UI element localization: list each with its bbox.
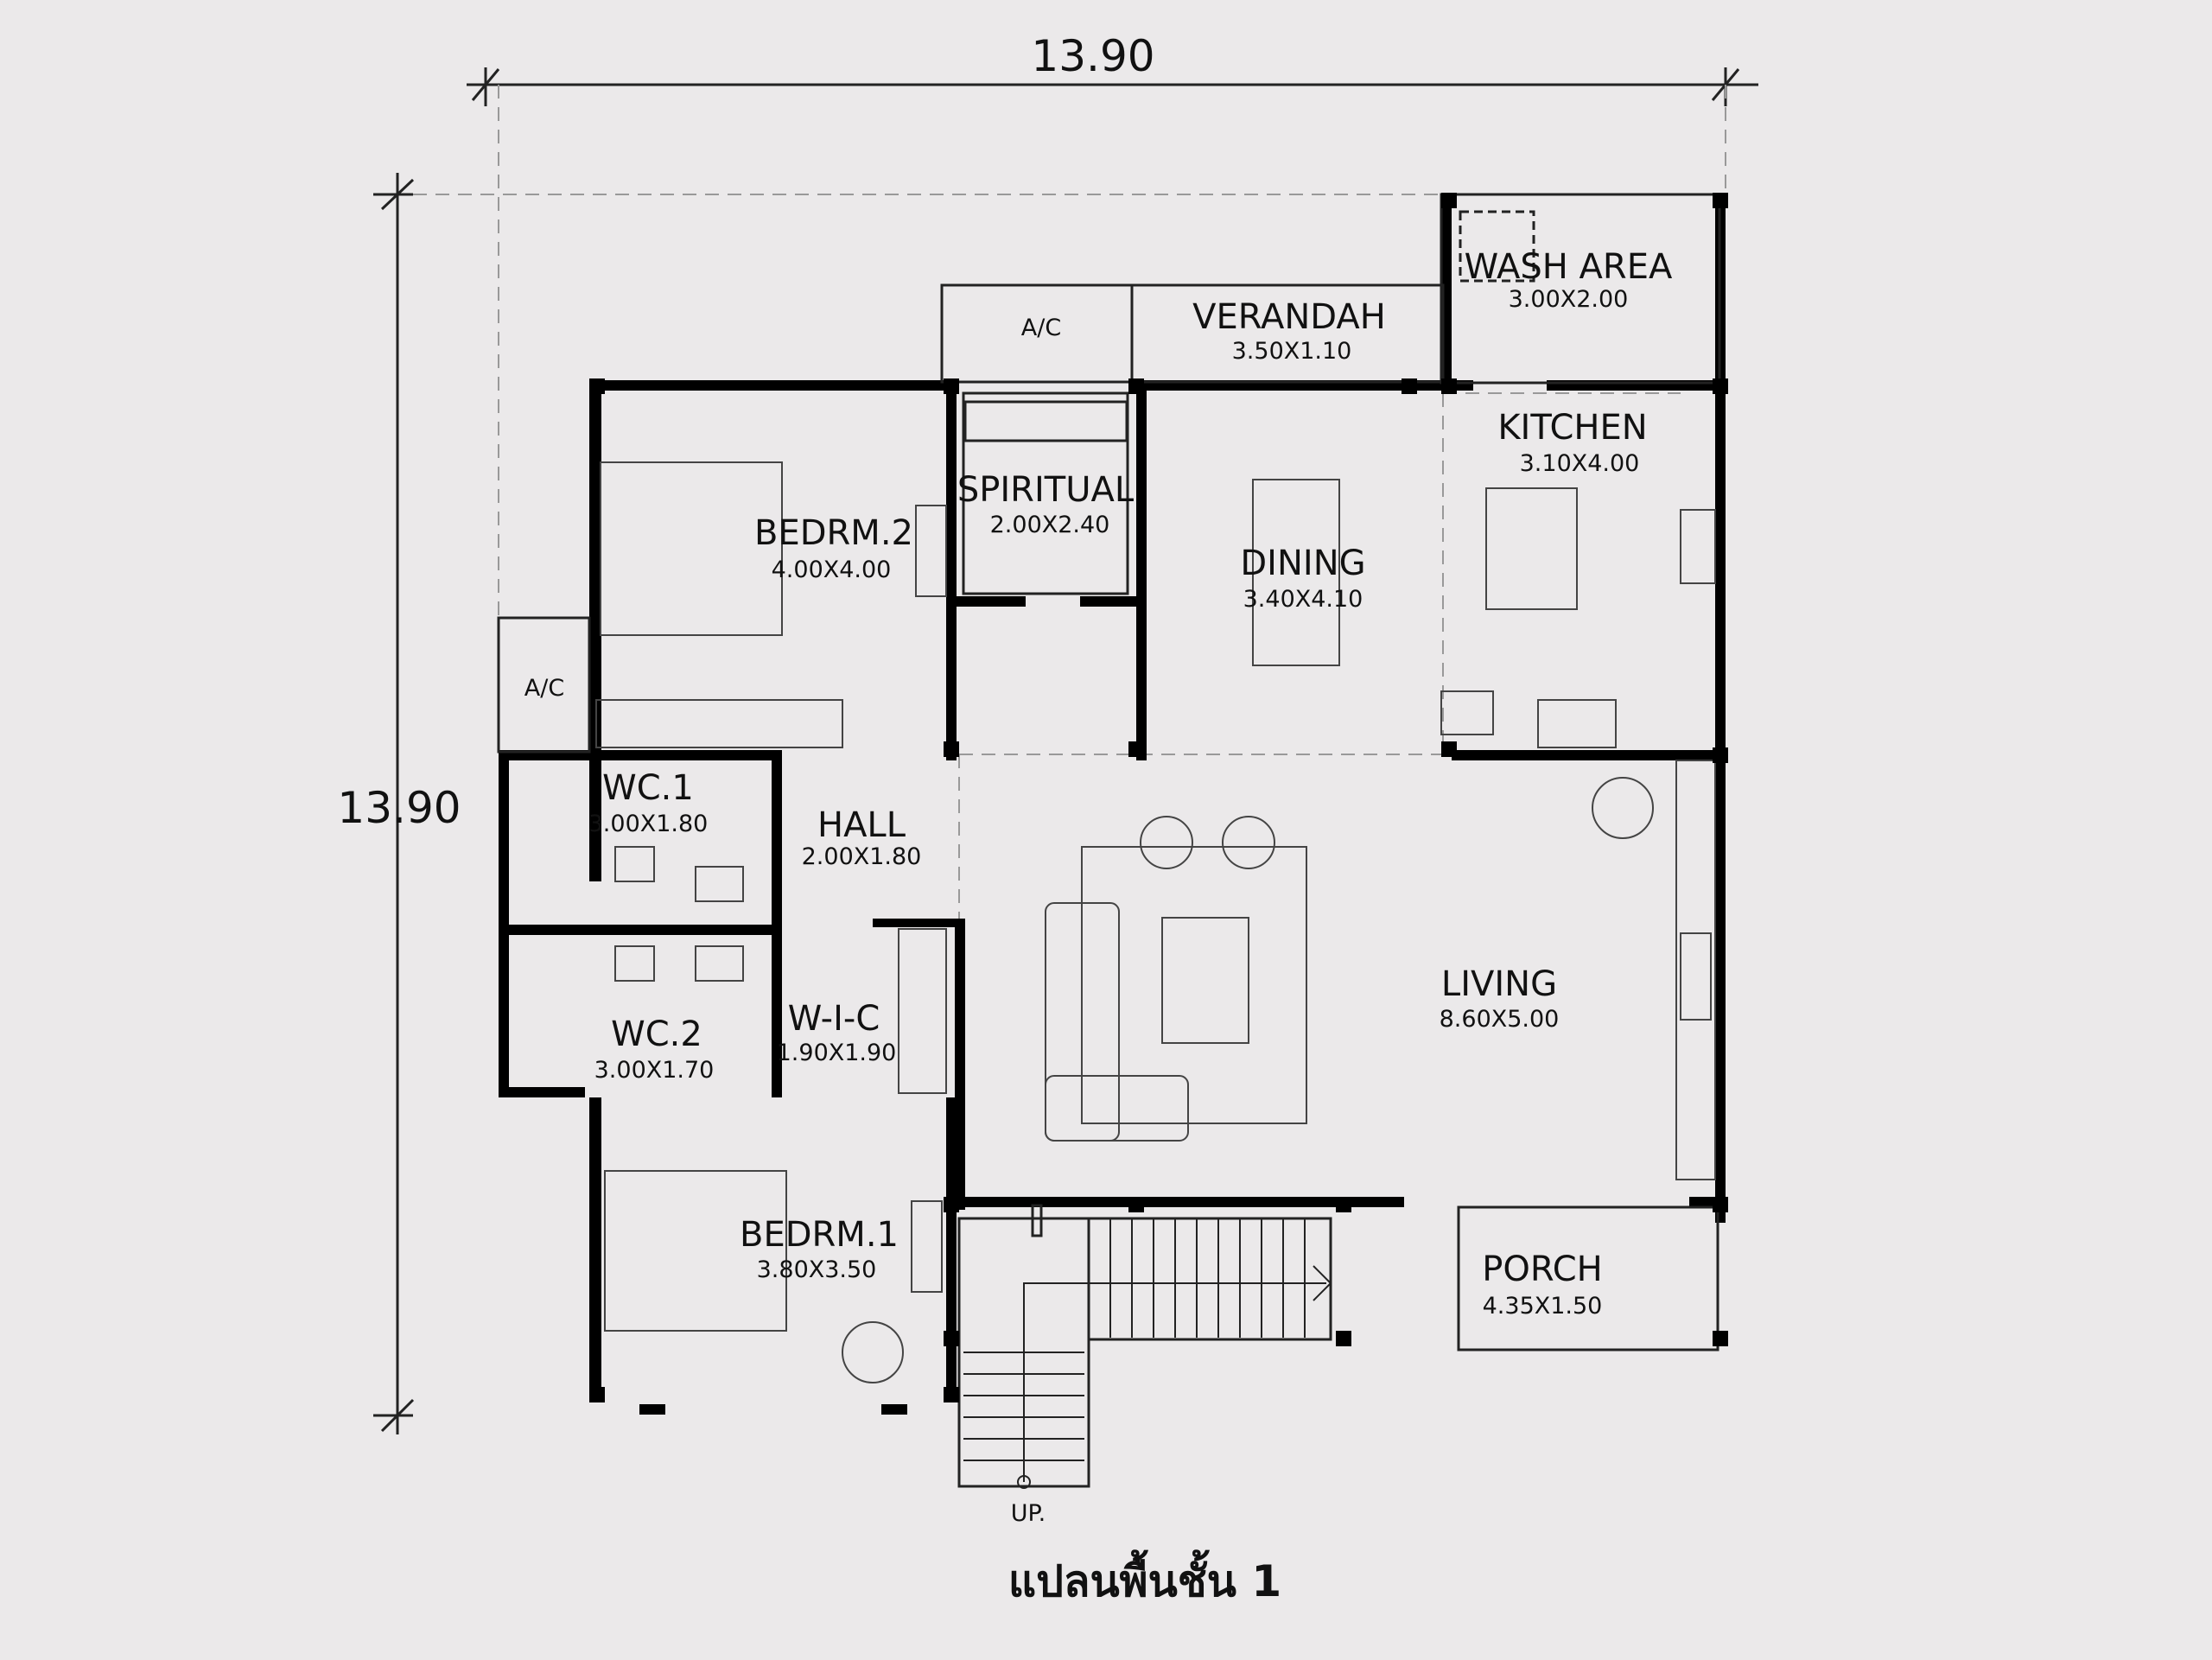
spiritual-name: SPIRITUAL [957,470,1135,510]
verandah-name: VERANDAH [1192,297,1386,337]
living-size: 8.60X5.00 [1440,1006,1560,1033]
wc1-name: WC.1 [602,768,694,808]
kitchen-name: KITCHEN [1497,408,1647,448]
plan-title: แปลนพื้นชั้น 1 [1008,1549,1281,1606]
kitchen-size: 3.10X4.00 [1520,450,1640,477]
bedroom1-name: BEDRM.1 [740,1215,899,1255]
bedroom1-size: 3.80X3.50 [757,1256,877,1283]
ac-left-label: A/C [524,675,564,702]
wc2-name: WC.2 [611,1014,702,1054]
hall-name: HALL [817,805,906,845]
furniture [595,461,1716,1383]
columns [589,193,1728,1415]
height-dimension: 13.90 [337,783,461,833]
hall-size: 2.00X1.80 [802,843,922,870]
walls [499,194,1726,1391]
wc1-size: 3.00X1.80 [588,811,709,837]
bedroom2-size: 4.00X4.00 [772,557,892,583]
thin-walls [497,193,1721,1488]
ac-top-label: A/C [1021,315,1061,341]
wash-area-name: WASH AREA [1465,247,1673,287]
verandah-size: 3.50X1.10 [1232,338,1352,365]
dining-size: 3.40X4.10 [1243,586,1363,613]
spiritual-size: 2.00X2.40 [990,512,1110,538]
living-name: LIVING [1441,964,1557,1004]
wic-name: W-I-C [788,999,880,1039]
wic-size: 1.90X1.90 [777,1040,897,1066]
wash-area-size: 3.00X2.00 [1509,286,1629,313]
wc2-size: 3.00X1.70 [594,1057,715,1084]
stair-up-label: UP. [1011,1500,1046,1527]
porch-name: PORCH [1482,1250,1602,1289]
dining-name: DINING [1240,544,1365,583]
stair [963,1218,1332,1489]
porch-size: 4.35X1.50 [1483,1293,1603,1320]
width-dimension: 13.90 [1031,31,1154,81]
bedroom2-name: BEDRM.2 [754,513,913,553]
